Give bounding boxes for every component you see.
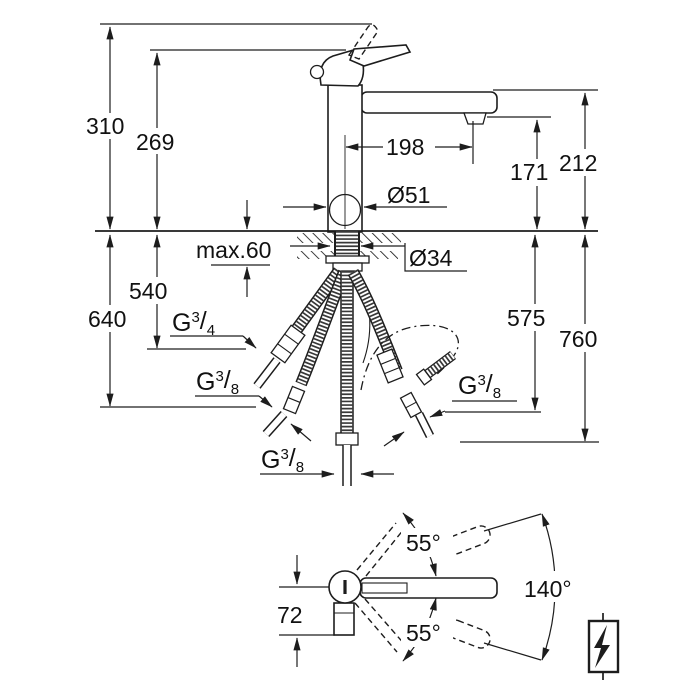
swivel-dash-lower-1 (354, 602, 398, 653)
dim-540-label: 540 (129, 278, 167, 304)
g38-right-leader (429, 409, 446, 418)
thread-g38-left-label: G3/8 (196, 366, 239, 398)
dim-575-label: 575 (507, 305, 545, 331)
dim-198-label: 198 (386, 134, 424, 160)
aerator-outlet (463, 112, 487, 125)
label-masks (84, 113, 613, 352)
lever-handle (348, 44, 412, 67)
extension-lines (100, 23, 599, 443)
spout-position-lower-dashed (445, 619, 491, 649)
dim-310-label: 310 (86, 113, 124, 139)
angle-55-upper-label: 55° (406, 530, 441, 556)
mounting-flange (325, 255, 370, 264)
lever-handle-raised-dashed (347, 24, 379, 60)
swivel-dash-upper-2 (365, 528, 405, 577)
pullout-hose-dashed-loop (360, 324, 460, 391)
side-view: 310 269 198 Ø51 171 212 max.60 Ø34 540 6… (84, 23, 613, 486)
top-view: 55° 55° 140° 72 (277, 512, 593, 667)
swivel-dash-upper-1 (356, 522, 397, 571)
g34-leader (242, 335, 257, 349)
hose-connector-center (335, 432, 359, 446)
hose-connector-right-lower (399, 391, 423, 419)
g38-left-leader-2 (290, 423, 312, 442)
spout-top-view (359, 577, 498, 599)
g38-right-leader-2 (383, 431, 405, 447)
spout-inner-detail (361, 582, 408, 594)
angle-140-label: 140° (524, 576, 572, 602)
side-view-labels: 310 269 198 Ø51 171 212 max.60 Ø34 540 6… (86, 113, 597, 476)
hose-connector-g34 (270, 324, 306, 364)
dim-212-label: 212 (559, 150, 597, 176)
thread-g38-bottom-label: G3/8 (261, 444, 304, 476)
connection-hoses (257, 271, 460, 486)
pullout-hose-end-fitting (415, 368, 433, 386)
hose-connector-g38-left (282, 385, 306, 415)
dim-72-label: 72 (277, 602, 303, 628)
dia34-label-frame (404, 243, 467, 272)
dim-171-label: 171 (510, 159, 548, 185)
g38-left-leader (258, 395, 273, 408)
angle-55-lower-label: 55° (406, 620, 441, 646)
hose-connector-right-upper (376, 348, 404, 384)
thread-g38-right-label: G3/8 (458, 370, 501, 402)
dim-269-label: 269 (136, 129, 174, 155)
dim-640-label: 640 (88, 306, 126, 332)
faucet-side (309, 24, 498, 233)
thread-g34-label: G3/4 (172, 307, 215, 339)
worktop-section (95, 231, 598, 272)
spout-position-upper-dashed (445, 525, 491, 555)
dim-dia34-label: Ø34 (409, 245, 453, 271)
swivel-dash-lower-2 (364, 598, 407, 647)
spout-tube (360, 91, 498, 114)
dim-max60-label: max.60 (196, 237, 271, 263)
lightning-bolt (594, 625, 610, 668)
handle-top-view (333, 602, 355, 636)
dim-dia51-label: Ø51 (387, 182, 430, 208)
dim-760-label: 760 (559, 326, 597, 352)
flash-icon (587, 613, 620, 680)
cap-detail (309, 64, 325, 80)
